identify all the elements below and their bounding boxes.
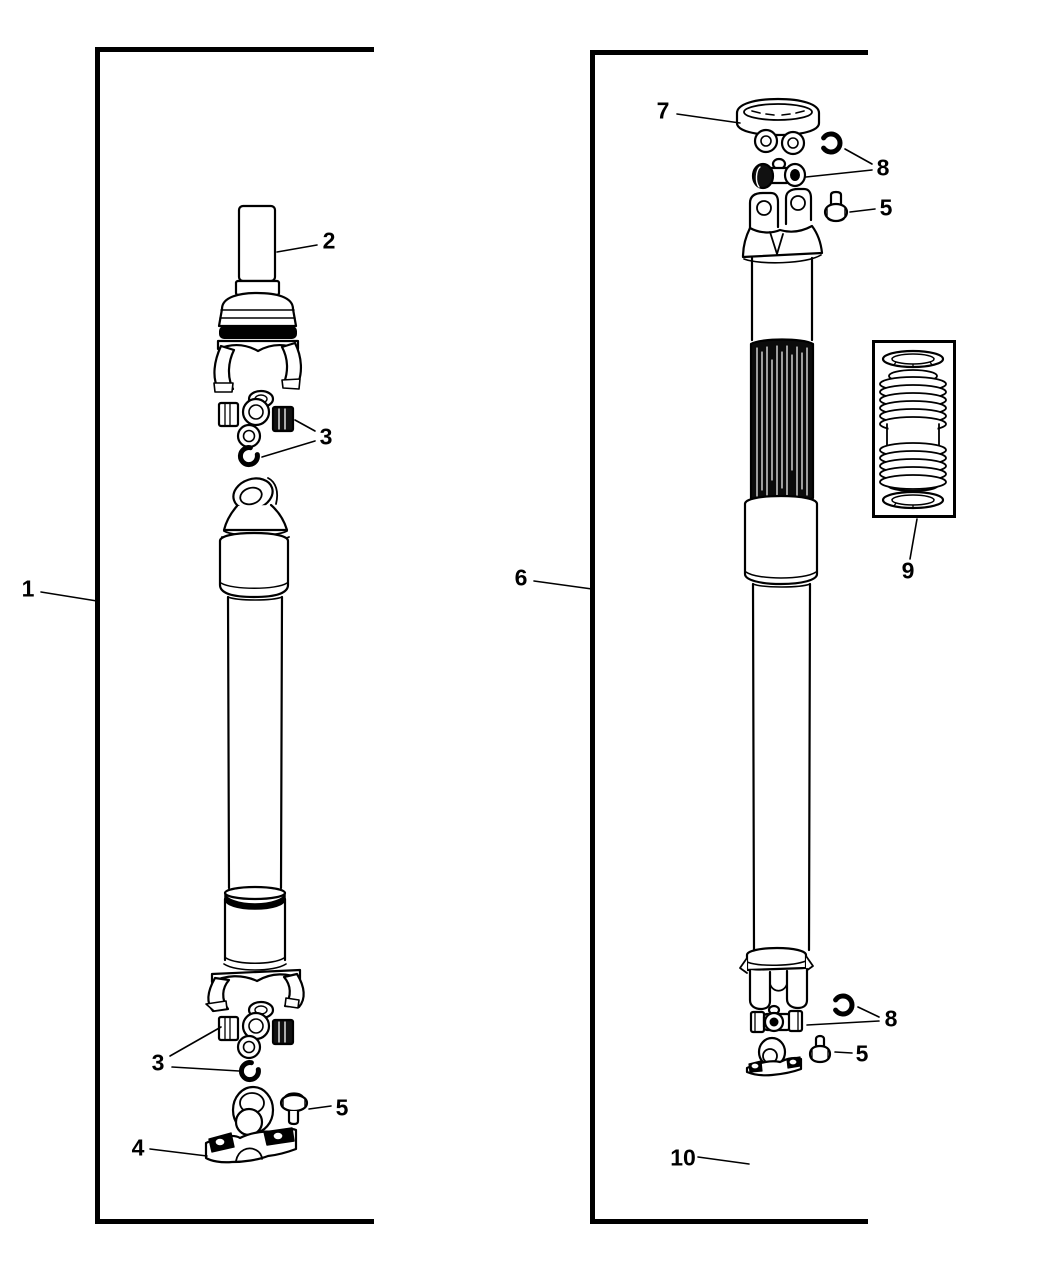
tube-yoke-lower (205, 968, 305, 1013)
dust-cap (735, 97, 821, 137)
slip-yoke-body (218, 531, 290, 599)
splined-stub-shaft (234, 204, 281, 297)
snap-ring-upper-left (237, 445, 260, 468)
snap-ring-right-bottom (833, 993, 855, 1017)
driveshaft-tube-right (751, 582, 812, 952)
bearing-cups (753, 128, 806, 156)
boot-ring-bottom (881, 490, 945, 510)
callout-5-left: 5 (335, 1094, 349, 1121)
yoke-bolt-right-top (823, 190, 849, 223)
callout-8-bottom: 8 (884, 1005, 898, 1032)
strap-bolt-left (279, 1092, 309, 1126)
u-joint-cross-upper (217, 389, 295, 449)
callout-5-right-bottom: 5 (855, 1040, 869, 1067)
callout-10: 10 (670, 1144, 696, 1171)
assembly-box-right (590, 50, 868, 1224)
yoke-bolt-right-bottom (808, 1034, 832, 1064)
boot-kit-box (872, 340, 956, 518)
snap-ring-right-top (821, 131, 843, 155)
u-joint-cross-right-top (751, 157, 807, 190)
callout-5-right-top: 5 (879, 194, 893, 221)
snap-ring-lower-left (238, 1060, 261, 1083)
callout-4: 4 (131, 1134, 145, 1161)
u-joint-cross-right-bottom (749, 1004, 804, 1034)
tube-yoke-upper (221, 477, 290, 543)
callout-7: 7 (656, 97, 670, 124)
callout-2: 2 (322, 227, 336, 254)
callout-6: 6 (514, 564, 528, 591)
leader-lines (40, 113, 918, 1165)
shaft-yoke-right-bottom (739, 946, 814, 1011)
callout-3-upper: 3 (319, 423, 333, 450)
flange-yoke (213, 291, 302, 393)
boot-ring-top (881, 349, 945, 369)
u-joint-cross-lower (217, 1000, 295, 1060)
mount-bracket-right (745, 1036, 803, 1077)
callout-8-top: 8 (876, 154, 890, 181)
splined-shaft (749, 256, 815, 504)
callout-1: 1 (21, 575, 35, 602)
u-joint-strap-bracket (204, 1085, 298, 1164)
boot-bellows (879, 369, 947, 492)
assembly-box-left (95, 47, 374, 1224)
shaft-yoke-right-top (741, 187, 824, 264)
boot-kit (879, 349, 947, 510)
callout-3-lower: 3 (151, 1049, 165, 1076)
driveshaft-tube-left (223, 595, 287, 971)
slip-sleeve (743, 494, 819, 586)
callout-9: 9 (901, 557, 915, 584)
